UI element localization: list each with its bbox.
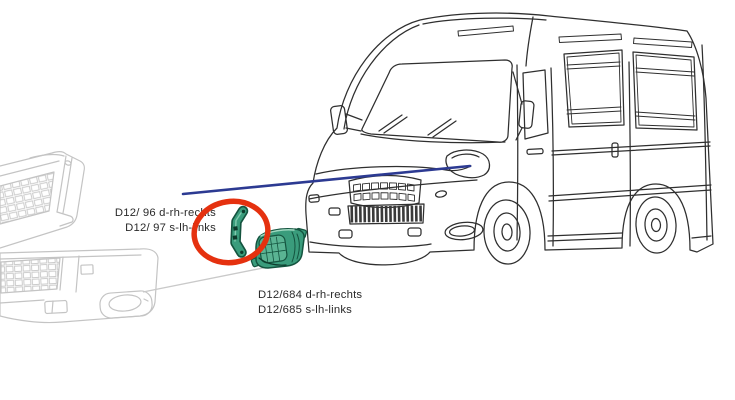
sliding-door-latch: [611, 142, 619, 158]
door-handle: [526, 148, 544, 155]
van-body-outline: [305, 12, 714, 266]
front-wheel: [483, 199, 531, 265]
bracket-part: [230, 205, 249, 258]
side-window-1: [563, 49, 625, 128]
pointer-line-icon: [181, 164, 472, 196]
side-window-2: [632, 51, 698, 131]
rear-wheel: [635, 196, 677, 254]
van-windshield: [361, 59, 513, 143]
part-label-foglamp-rh: D12/684 d-rh-rechts: [258, 289, 362, 301]
part-label-bracket-lh: D12/ 97 s-lh-links: [125, 222, 216, 234]
fog-recess: [444, 221, 484, 241]
fog-recess-sketch: [99, 290, 153, 319]
lower-grille: [347, 203, 425, 225]
highlight-ellipse-icon: [191, 198, 271, 266]
left-mirror: [330, 105, 363, 135]
side-indicator: [434, 190, 448, 198]
door-window: [522, 69, 549, 140]
corner-lamp: [308, 194, 320, 203]
grille-sketch: [0, 151, 85, 249]
bumper-sketch: [0, 248, 159, 324]
part-label-foglamp-lh: D12/685 s-lh-links: [258, 304, 352, 316]
headlight: [445, 149, 491, 179]
van-drawing: [305, 12, 714, 266]
part-label-bracket-rh: D12/ 96 d-rh-rechts: [115, 207, 216, 219]
